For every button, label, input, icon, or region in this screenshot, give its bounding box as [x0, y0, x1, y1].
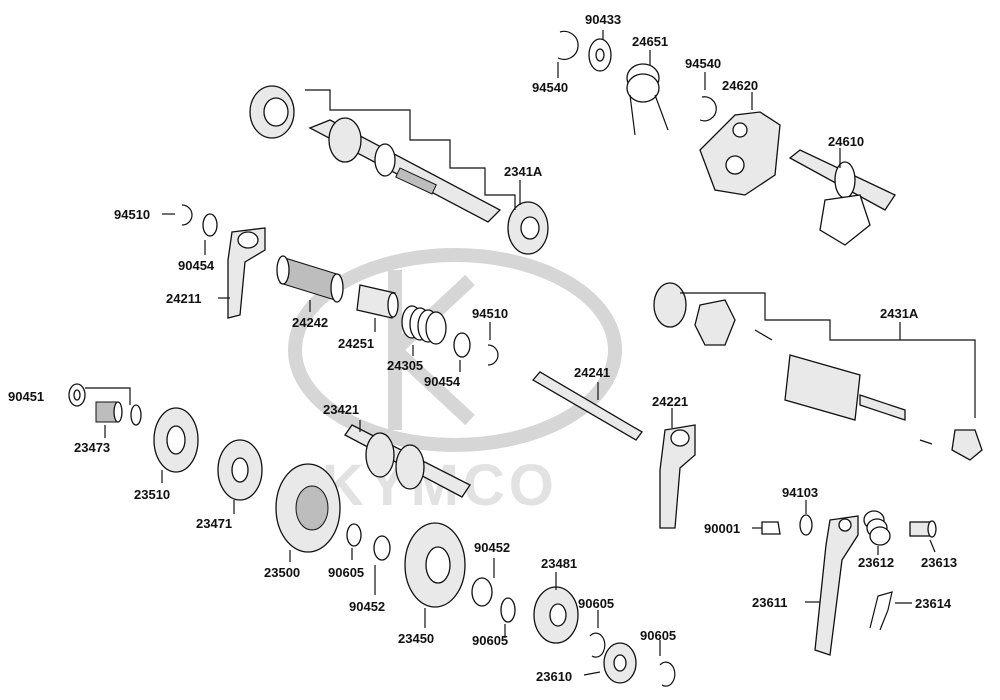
- label-90605-a[interactable]: 90605: [328, 565, 364, 580]
- part-bearing-24242[interactable]: [276, 255, 344, 303]
- label-23613[interactable]: 23613: [921, 555, 957, 570]
- part-fork-rod-24241[interactable]: [531, 371, 643, 441]
- part-washer-90433[interactable]: [588, 38, 612, 72]
- part-circlip-90605-c[interactable]: [589, 632, 606, 658]
- part-bushing-23473[interactable]: [95, 401, 123, 423]
- part-kick-shaft-24610[interactable]: [788, 149, 896, 246]
- label-24241[interactable]: 24241: [574, 365, 610, 380]
- part-stopper-arm-23611[interactable]: [814, 515, 859, 656]
- part-washer-90454-a[interactable]: [202, 213, 218, 237]
- watermark-text: KYMCO: [322, 453, 558, 518]
- label-23510[interactable]: 23510: [134, 487, 170, 502]
- label-90454-b[interactable]: 90454: [424, 374, 461, 389]
- part-spring-24305[interactable]: [401, 305, 447, 345]
- part-gear-23450[interactable]: [404, 522, 466, 608]
- part-bolt-90001[interactable]: [761, 521, 781, 535]
- part-circlip-90605-b[interactable]: [500, 597, 516, 623]
- part-fork-24211[interactable]: [227, 227, 266, 319]
- label-90454-a[interactable]: 90454: [178, 258, 215, 273]
- label-90605-c[interactable]: 90605: [578, 596, 614, 611]
- part-washer-94103[interactable]: [799, 514, 813, 536]
- label-23610[interactable]: 23610: [536, 669, 572, 684]
- label-23450[interactable]: 23450: [398, 631, 434, 646]
- label-24211[interactable]: 24211: [166, 291, 201, 306]
- part-washer-90452-a[interactable]: [373, 535, 391, 561]
- label-2431A[interactable]: 2431A: [880, 306, 919, 321]
- leader-2341A-bracket: [305, 89, 516, 210]
- label-90451[interactable]: 90451: [8, 389, 44, 404]
- part-circlip-94540-b[interactable]: [699, 96, 717, 122]
- label-94540-a[interactable]: 94540: [532, 80, 568, 95]
- label-23500[interactable]: 23500: [264, 565, 300, 580]
- label-23614[interactable]: 23614: [915, 596, 952, 611]
- label-24251[interactable]: 24251: [338, 336, 374, 351]
- label-90452-b[interactable]: 90452: [474, 540, 510, 555]
- label-24651[interactable]: 24651: [632, 34, 668, 49]
- part-hub-23471[interactable]: [217, 439, 263, 501]
- label-90605-d[interactable]: 90605: [640, 628, 676, 643]
- part-collar-24251[interactable]: [356, 284, 399, 319]
- label-90605-b[interactable]: 90605: [472, 633, 508, 648]
- part-shift-drum-2431A[interactable]: [653, 282, 983, 461]
- watermark-logo: KYMCO: [288, 248, 622, 518]
- part-circlip-90605-d[interactable]: [659, 661, 676, 687]
- part-kick-gear-24620[interactable]: [699, 111, 781, 196]
- part-fork-24221[interactable]: [659, 424, 696, 529]
- label-23481[interactable]: 23481: [541, 556, 577, 571]
- label-94103[interactable]: 94103: [782, 485, 818, 500]
- part-circlip-94510-b[interactable]: [487, 344, 499, 366]
- part-bolt-23613[interactable]: [909, 520, 937, 538]
- label-24305[interactable]: 24305: [387, 358, 423, 373]
- part-gear-23481[interactable]: [533, 586, 579, 644]
- part-circlip-94510-a[interactable]: [181, 204, 193, 226]
- part-washer-90452-b[interactable]: [471, 577, 493, 607]
- part-spring-23612[interactable]: [863, 510, 891, 546]
- label-24620[interactable]: 24620: [722, 78, 758, 93]
- part-washer-90454-b[interactable]: [453, 332, 471, 358]
- label-24221[interactable]: 24221: [652, 394, 688, 409]
- label-90433[interactable]: 90433: [585, 12, 621, 27]
- label-94540-b[interactable]: 94540: [685, 56, 721, 71]
- part-circlip-94540-a[interactable]: [557, 30, 579, 60]
- label-24242[interactable]: 24242: [292, 315, 328, 330]
- leader-2431A-bracket: [680, 292, 976, 418]
- label-23471[interactable]: 23471: [196, 516, 232, 531]
- part-main-shaft[interactable]: [249, 85, 549, 255]
- part-ring-23473-b[interactable]: [130, 404, 142, 426]
- part-spring-23614[interactable]: [869, 591, 893, 631]
- part-gear-23500[interactable]: [275, 463, 341, 553]
- label-23612[interactable]: 23612: [858, 555, 894, 570]
- part-circlip-90605-a[interactable]: [346, 523, 362, 547]
- part-gear-23510[interactable]: [153, 407, 199, 473]
- part-washer-90451[interactable]: [68, 383, 86, 407]
- label-2341A[interactable]: 2341A: [504, 164, 543, 179]
- label-23611[interactable]: 23611: [752, 595, 787, 610]
- label-90452-a[interactable]: 90452: [349, 599, 385, 614]
- part-sprocket-23610[interactable]: [603, 642, 637, 684]
- part-spring-24651[interactable]: [626, 63, 669, 136]
- label-94510-b[interactable]: 94510: [472, 306, 508, 321]
- label-23473[interactable]: 23473: [74, 440, 110, 455]
- label-90001[interactable]: 90001: [704, 521, 740, 536]
- label-23421[interactable]: 23421: [323, 402, 359, 417]
- label-24610[interactable]: 24610: [828, 134, 864, 149]
- label-94510-a[interactable]: 94510: [114, 207, 150, 222]
- part-counter-shaft-23421[interactable]: [344, 424, 471, 498]
